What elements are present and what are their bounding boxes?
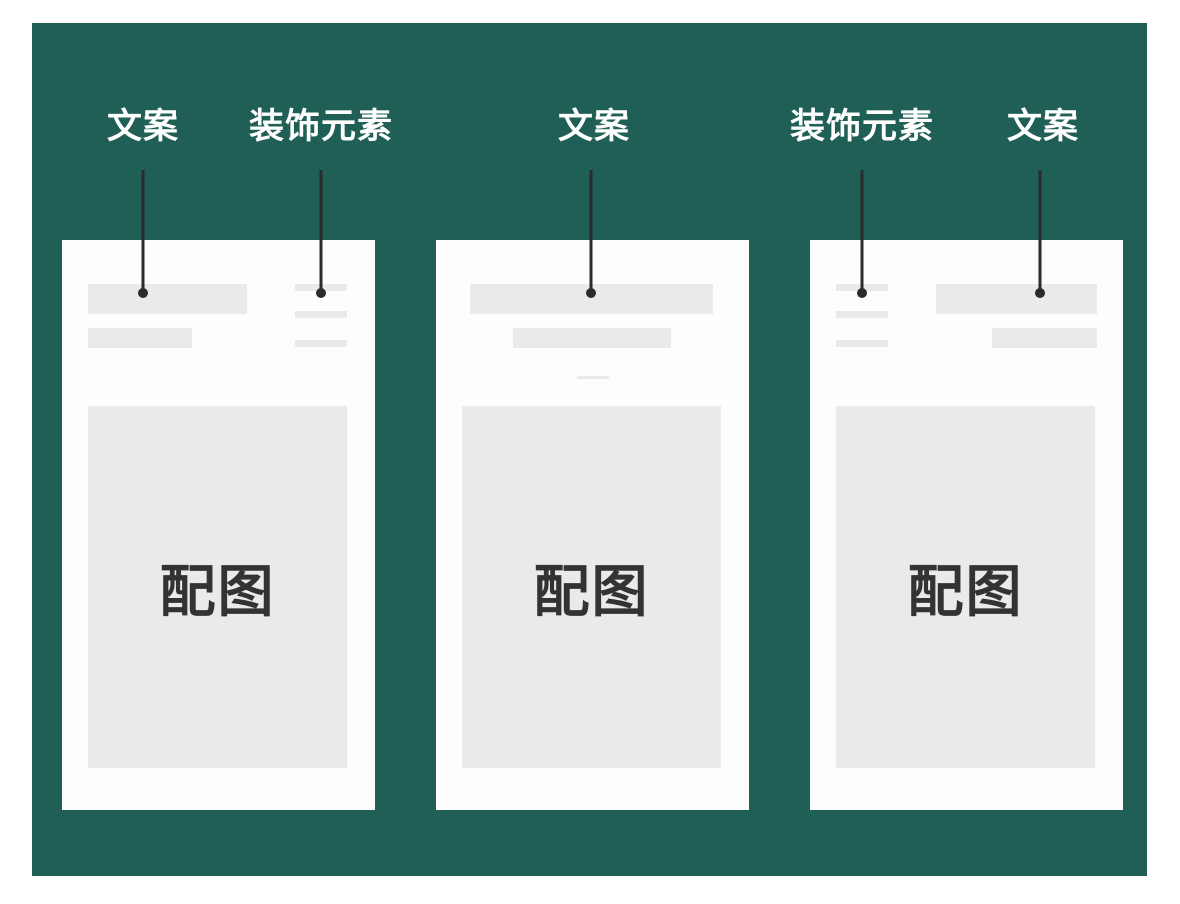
label-copy-center: 文案 [557, 107, 631, 147]
pointer-line [1038, 170, 1042, 293]
label-copy-left: 文案 [106, 107, 180, 147]
title-bar [88, 284, 247, 314]
pointer-line [319, 170, 323, 293]
subtitle-bar [992, 328, 1097, 348]
image-placeholder: 配图 [836, 406, 1095, 768]
label-decoration-right: 装饰元素 [789, 107, 935, 147]
decoration-line [295, 311, 347, 318]
label-decoration-left: 装饰元素 [248, 107, 394, 147]
decoration-line [295, 340, 347, 347]
pointer-dot [316, 288, 326, 298]
pointer-line [141, 170, 145, 293]
image-placeholder: 配图 [88, 406, 347, 768]
title-bar [936, 284, 1097, 314]
decoration-line [836, 311, 888, 318]
image-placeholder: 配图 [462, 406, 721, 768]
pointer-line [589, 170, 593, 293]
pointer-dot [857, 288, 867, 298]
decoration-line [577, 376, 609, 379]
pointer-dot [1035, 288, 1045, 298]
pointer-line [860, 170, 864, 293]
subtitle-bar [88, 328, 192, 348]
pointer-dot [586, 288, 596, 298]
image-placeholder-label: 配图 [159, 559, 276, 625]
pointer-dot [138, 288, 148, 298]
decoration-line [836, 340, 888, 347]
image-placeholder-label: 配图 [907, 559, 1024, 625]
label-copy-right: 文案 [1006, 107, 1080, 147]
subtitle-bar [513, 328, 671, 348]
image-placeholder-label: 配图 [533, 559, 650, 625]
